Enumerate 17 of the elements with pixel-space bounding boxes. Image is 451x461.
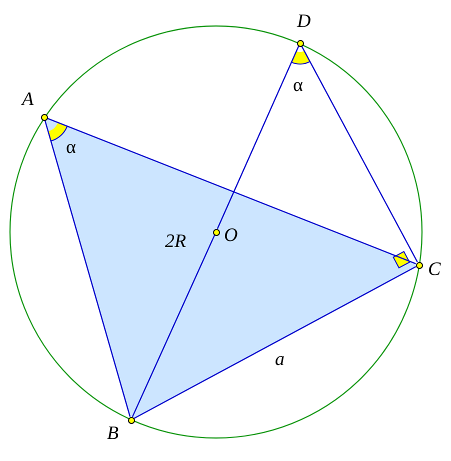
angle-label: α (293, 76, 303, 95)
length-label: 2R (165, 232, 186, 251)
line-segment (44, 120, 131, 417)
point-label: A (22, 90, 34, 109)
angle-label: α (66, 138, 76, 157)
line-segment (132, 234, 216, 418)
line-segment (216, 46, 300, 230)
point-label: D (297, 12, 311, 31)
length-label: a (275, 350, 284, 369)
point-label: O (224, 226, 238, 245)
point-marker (296, 40, 304, 46)
point-label: C (428, 260, 441, 279)
point-marker (40, 114, 48, 120)
line-segment (134, 266, 416, 419)
line-segment (301, 46, 418, 262)
line-segment (47, 118, 416, 264)
point-label: B (107, 424, 119, 443)
